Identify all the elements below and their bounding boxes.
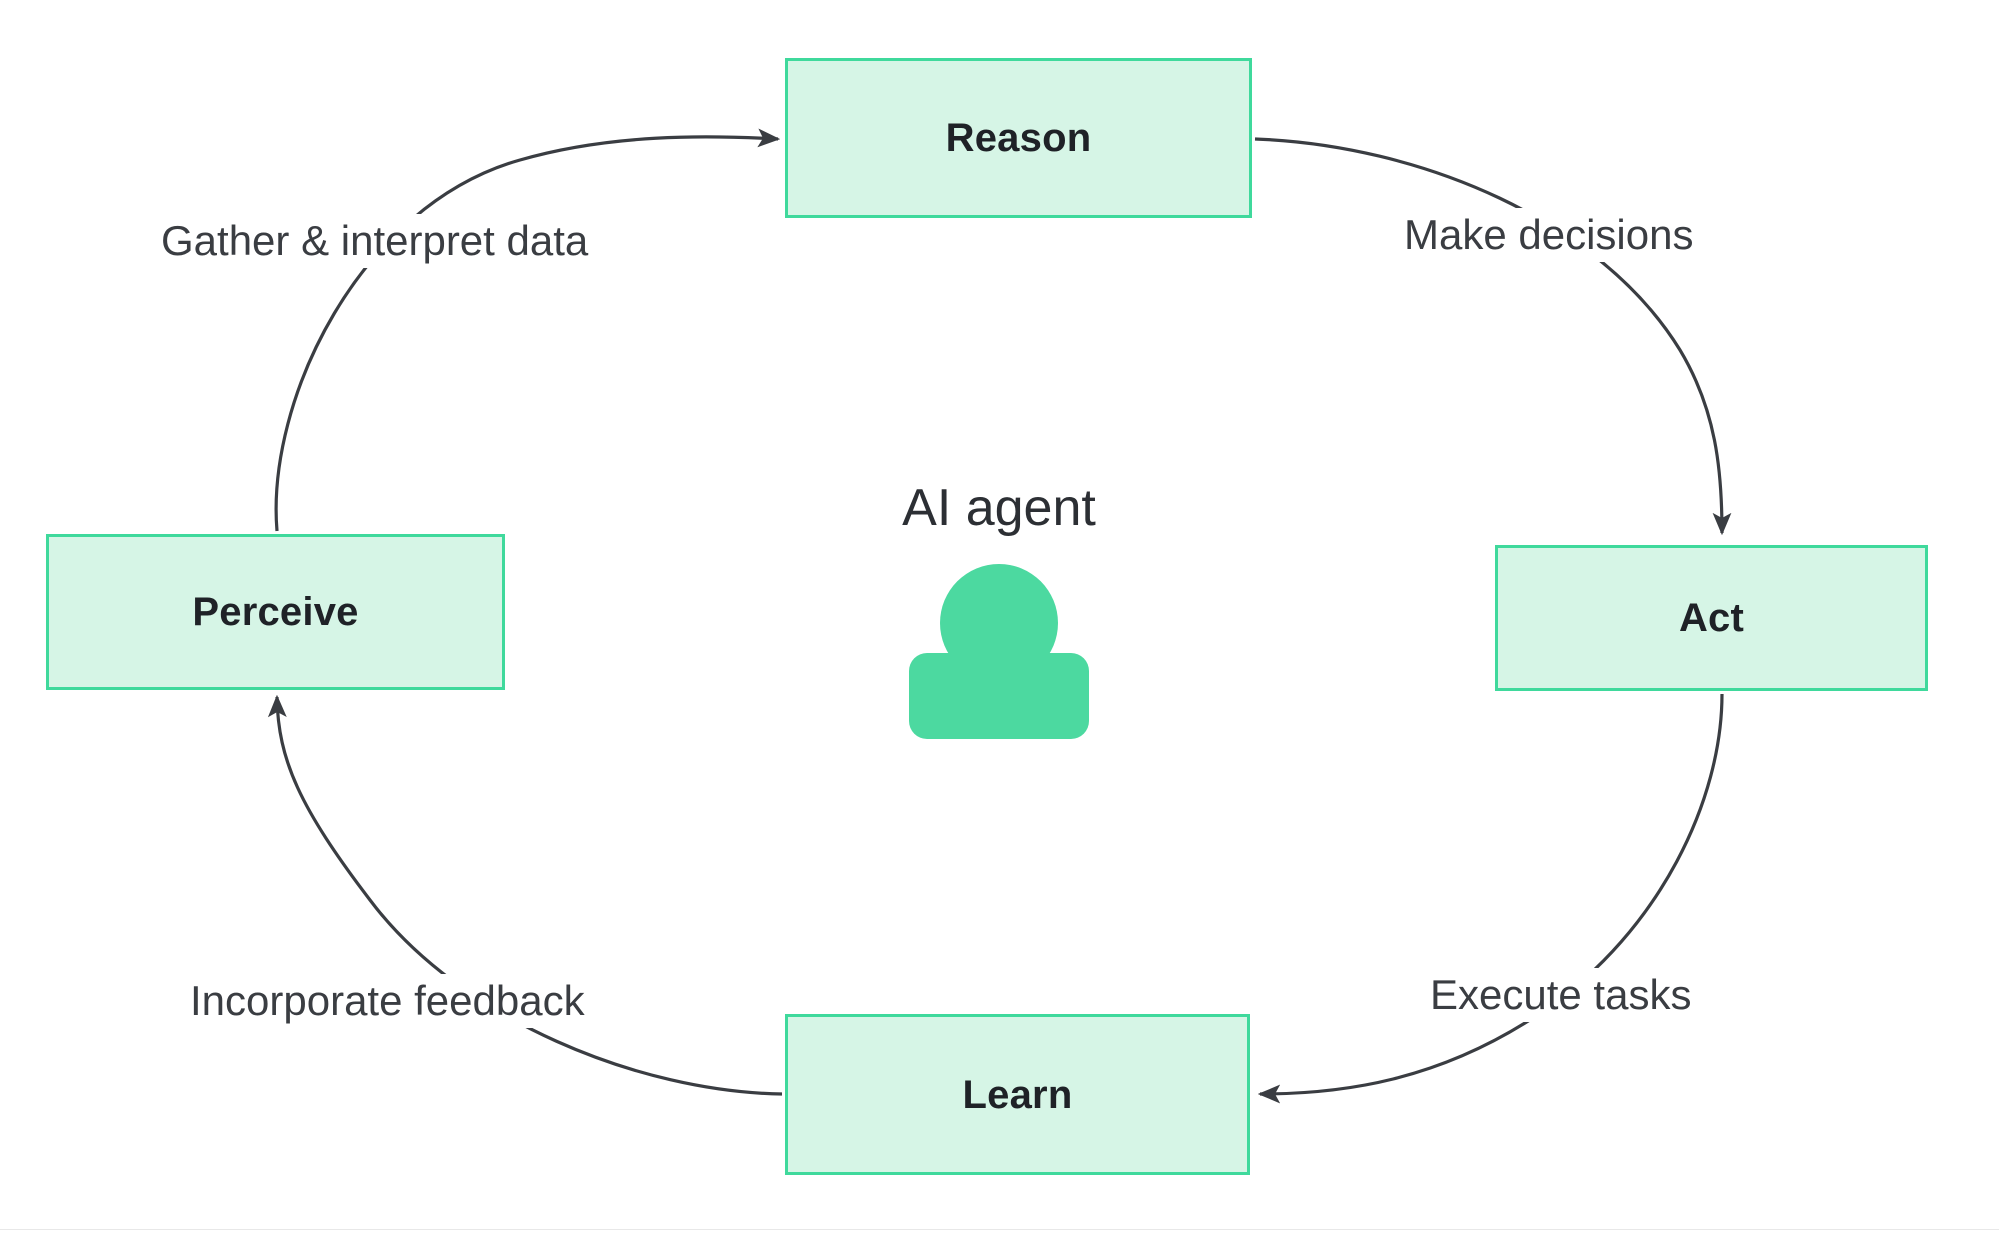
person-avatar-icon bbox=[909, 564, 1089, 739]
edge-label-gather-interpret-data: Gather & interpret data bbox=[155, 214, 595, 268]
edge-label-incorporate-feedback: Incorporate feedback bbox=[184, 974, 591, 1028]
ai-agent-title: AI agent bbox=[902, 479, 1096, 537]
node-learn[interactable]: Learn bbox=[785, 1014, 1250, 1175]
edge-act-to-learn bbox=[1257, 693, 1724, 1104]
node-learn-label: Learn bbox=[962, 1072, 1073, 1117]
node-perceive-label: Perceive bbox=[192, 590, 359, 634]
node-act-label: Act bbox=[1678, 596, 1745, 640]
node-act[interactable]: Act bbox=[1495, 545, 1928, 691]
edge-perceive-to-reason bbox=[274, 128, 781, 532]
avatar-body-shape bbox=[909, 653, 1089, 739]
node-perceive[interactable]: Perceive bbox=[46, 534, 505, 690]
edge-label-execute-tasks: Execute tasks bbox=[1424, 968, 1698, 1022]
edge-label-make-decisions: Make decisions bbox=[1398, 208, 1700, 262]
edge-reason-to-act bbox=[1254, 137, 1732, 536]
ai-agent-center: AI agent bbox=[794, 482, 1204, 782]
node-reason[interactable]: Reason bbox=[785, 58, 1252, 218]
edge-learn-to-perceive bbox=[267, 694, 783, 1096]
node-reason-label: Reason bbox=[945, 116, 1092, 160]
bottom-divider bbox=[0, 1229, 1999, 1230]
